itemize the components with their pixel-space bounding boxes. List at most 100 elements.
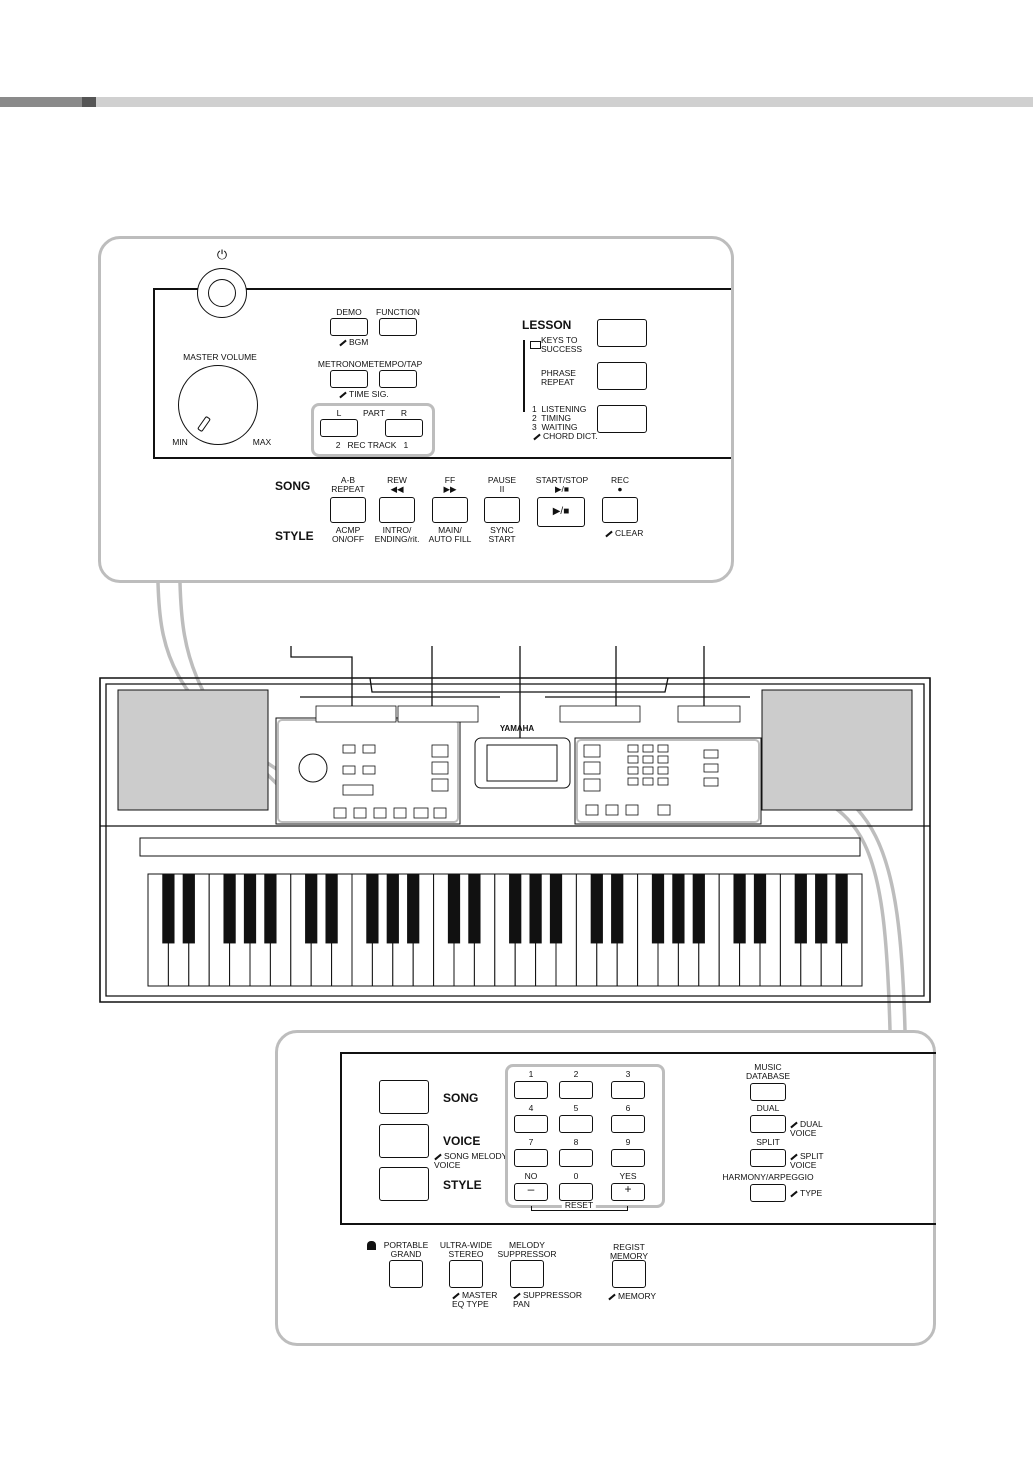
pen-icon [605, 530, 613, 538]
black-key[interactable] [529, 874, 542, 944]
part-label: PART [363, 408, 385, 418]
keys-to-success-button[interactable] [597, 319, 647, 347]
intro-ending-label: INTRO/ ENDING/rit. [374, 525, 420, 544]
part-r-button[interactable] [385, 419, 423, 437]
rec-button[interactable] [602, 497, 638, 523]
music-database-button[interactable] [750, 1083, 786, 1101]
pen-icon [533, 433, 541, 441]
black-key[interactable] [611, 874, 624, 944]
black-key[interactable] [243, 874, 257, 944]
harmony-arpeggio-label: HARMONY/ARPEGGIO [722, 1172, 814, 1182]
black-key[interactable] [815, 874, 828, 944]
panel-bottom-edge [153, 457, 731, 459]
keyboard-icon [530, 341, 541, 349]
metronome-label: METRONOME [317, 359, 375, 369]
start-stop-label: START/STOP ▶/■ [535, 475, 589, 494]
demo-button[interactable] [330, 318, 368, 336]
header-bar [0, 97, 1033, 107]
black-key[interactable] [162, 874, 175, 944]
num-7-button[interactable] [514, 1149, 548, 1167]
black-key[interactable] [468, 874, 481, 944]
time-sig-label: TIME SIG. [339, 390, 389, 399]
ff-button[interactable] [432, 497, 468, 523]
yes-label: YES [619, 1171, 637, 1181]
style-button[interactable] [379, 1167, 429, 1201]
black-key[interactable] [264, 874, 277, 944]
black-key[interactable] [733, 874, 746, 944]
black-key[interactable] [386, 874, 399, 944]
song-button[interactable] [379, 1080, 429, 1114]
black-key[interactable] [223, 874, 236, 944]
power-button[interactable] [197, 268, 247, 318]
ultra-wide-stereo-button[interactable] [449, 1260, 483, 1288]
master-volume-knob[interactable] [178, 365, 258, 445]
portable-grand-button[interactable] [389, 1260, 423, 1288]
black-key[interactable] [305, 874, 318, 944]
rec-track-label: 2 REC TRACK 1 [335, 440, 409, 450]
pause-button[interactable] [484, 497, 520, 523]
main-autofill-label: MAIN/ AUTO FILL [428, 525, 472, 544]
lesson-title: LESSON [522, 318, 572, 332]
panel-top-edge [153, 288, 731, 290]
num-3-button[interactable] [611, 1081, 645, 1099]
header-bar-accent [0, 97, 82, 107]
black-key[interactable] [692, 874, 705, 944]
plus-button[interactable] [611, 1183, 645, 1201]
black-key[interactable] [835, 874, 848, 944]
voice-button[interactable] [379, 1124, 429, 1158]
num-9-button[interactable] [611, 1149, 645, 1167]
demo-label: DEMO [336, 307, 362, 317]
num-8-label: 8 [573, 1137, 579, 1147]
rew-button[interactable] [379, 497, 415, 523]
split-button[interactable] [750, 1149, 786, 1167]
black-key[interactable] [509, 874, 522, 944]
part-l-button[interactable] [320, 419, 358, 437]
black-key[interactable] [366, 874, 379, 944]
part-group [311, 403, 435, 457]
panel-edge [153, 288, 155, 458]
header-bar-marker [82, 97, 96, 107]
part-r-label: R [400, 408, 408, 418]
master-eq-type-label: MASTER EQ TYPE [452, 1290, 498, 1309]
num-1-button[interactable] [514, 1081, 548, 1099]
lesson-mode-button[interactable] [597, 405, 647, 433]
function-button[interactable] [379, 318, 417, 336]
black-key[interactable] [590, 874, 603, 944]
phrase-repeat-button[interactable] [597, 362, 647, 390]
black-key[interactable] [447, 874, 461, 944]
black-key[interactable] [672, 874, 685, 944]
minus-icon: – [527, 1182, 535, 1196]
num-5-button[interactable] [559, 1115, 593, 1133]
function-label: FUNCTION [376, 307, 420, 317]
minus-button[interactable] [514, 1183, 548, 1201]
black-key[interactable] [182, 874, 195, 944]
regist-memory-button[interactable] [612, 1260, 646, 1288]
num-2-label: 2 [573, 1069, 579, 1079]
num-8-button[interactable] [559, 1149, 593, 1167]
harmony-arpeggio-button[interactable] [750, 1184, 786, 1202]
power-icon: ⏻ [216, 247, 228, 262]
grand-piano-icon [367, 1241, 376, 1250]
metronome-button[interactable] [330, 370, 368, 388]
num-0-button[interactable] [559, 1183, 593, 1201]
black-key[interactable] [794, 874, 807, 944]
split-label: SPLIT [756, 1137, 780, 1147]
play-stop-icon: ▶/■ [552, 506, 570, 517]
black-key[interactable] [753, 874, 767, 944]
style-label: STYLE [443, 1178, 482, 1192]
tempo-tap-button[interactable] [379, 370, 417, 388]
num-2-button[interactable] [559, 1081, 593, 1099]
num-4-button[interactable] [514, 1115, 548, 1133]
dual-button[interactable] [750, 1115, 786, 1133]
black-key[interactable] [325, 874, 338, 944]
melody-suppressor-button[interactable] [510, 1260, 544, 1288]
clear-label: CLEAR [605, 529, 643, 538]
pen-icon [339, 391, 347, 399]
num-6-button[interactable] [611, 1115, 645, 1133]
part-l-label: L [336, 408, 342, 418]
start-stop-button[interactable] [537, 497, 585, 527]
ab-repeat-button[interactable] [330, 497, 366, 523]
black-key[interactable] [651, 874, 665, 944]
black-key[interactable] [407, 874, 420, 944]
black-key[interactable] [549, 874, 563, 944]
